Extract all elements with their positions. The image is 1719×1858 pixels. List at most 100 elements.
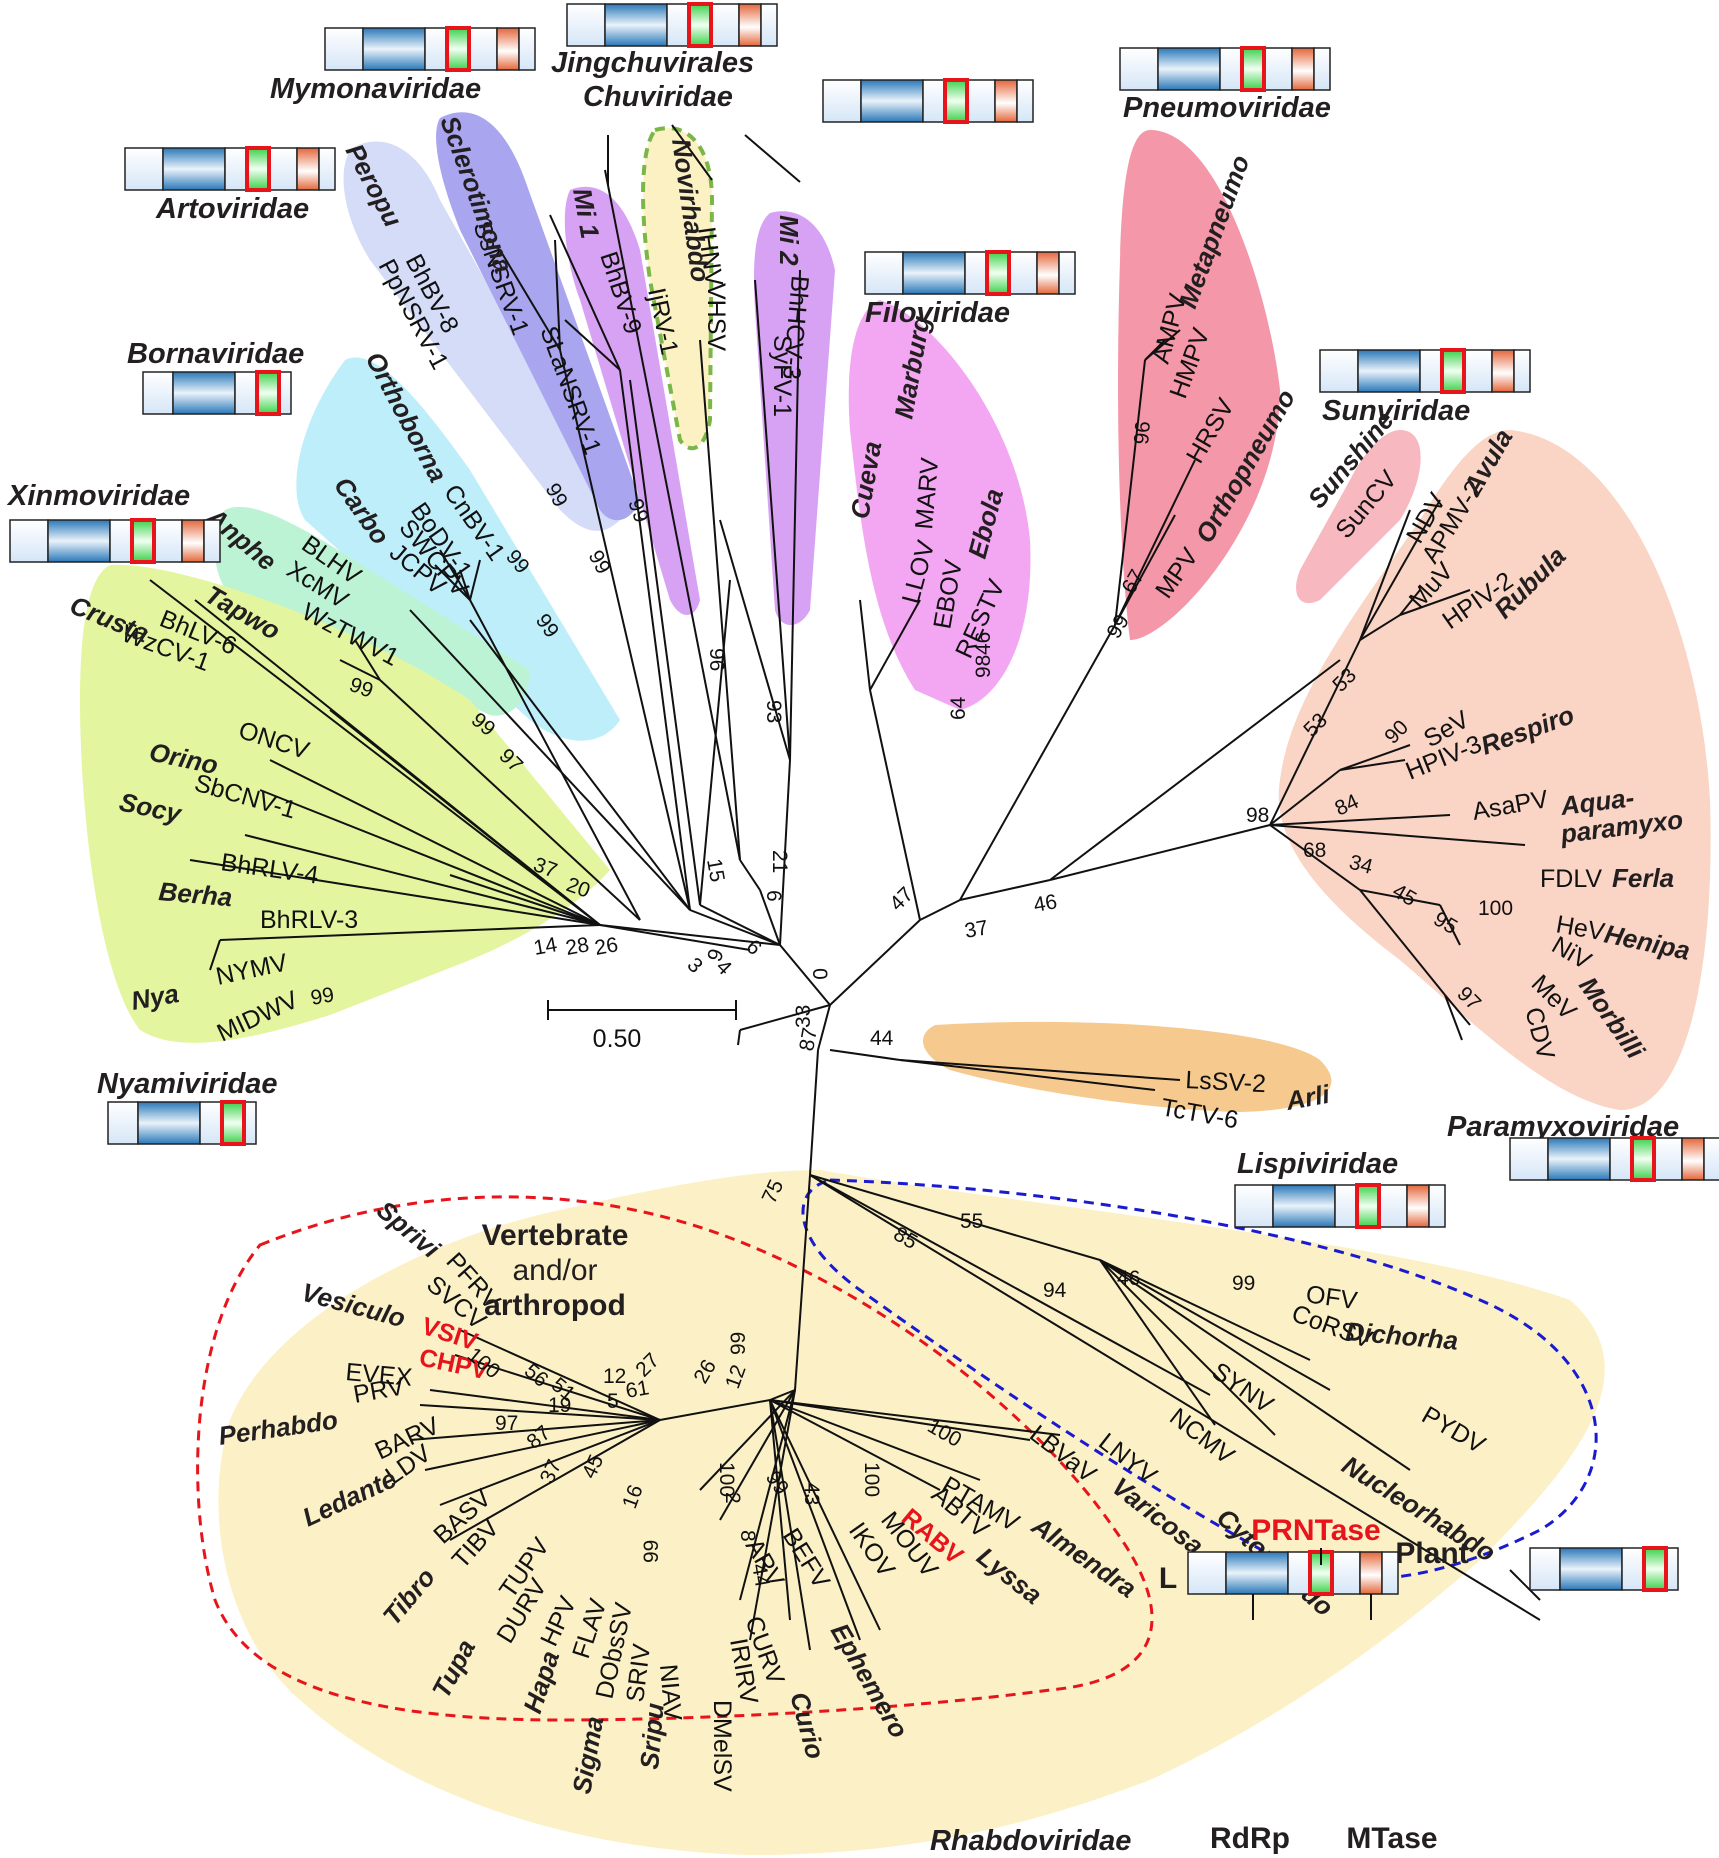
branch bbox=[769, 1399, 981, 1481]
bootstrap-value: 55 bbox=[960, 1210, 983, 1233]
domain-segment bbox=[964, 251, 988, 295]
bootstrap-value: 46 bbox=[1032, 890, 1059, 917]
bootstrap-value: 46 bbox=[972, 632, 995, 655]
domain-segment bbox=[1653, 1137, 1683, 1181]
bootstrap-value: 68 bbox=[1303, 839, 1326, 862]
bootstrap-value: 44 bbox=[870, 1027, 894, 1050]
branch bbox=[454, 1354, 661, 1421]
domain-segment bbox=[1187, 1551, 1227, 1595]
branch bbox=[919, 899, 961, 921]
family-label: Rhabdoviridae bbox=[930, 1825, 1131, 1857]
bootstrap-value: 61 bbox=[624, 1376, 651, 1403]
domain-segment bbox=[1313, 47, 1331, 91]
host-group-label: arthropod bbox=[484, 1289, 626, 1322]
domain-segment bbox=[1225, 1551, 1289, 1595]
domain-diagram bbox=[142, 370, 292, 416]
domain-diagram bbox=[324, 26, 536, 72]
taxon-label: LsSV-2 bbox=[1185, 1066, 1267, 1098]
branch bbox=[194, 599, 601, 926]
domain-segment bbox=[1621, 1547, 1645, 1591]
family-label: Artoviridae bbox=[155, 193, 309, 225]
branch bbox=[1359, 614, 1401, 641]
domain-segment bbox=[994, 79, 1018, 123]
branch bbox=[739, 859, 761, 891]
clade-bg-sclerotimona bbox=[436, 112, 640, 521]
branch bbox=[1339, 744, 1411, 771]
branch bbox=[959, 879, 1051, 901]
domain-segment bbox=[1529, 1547, 1561, 1591]
family-label: Bornaviridae bbox=[127, 338, 304, 370]
branch bbox=[339, 659, 381, 681]
taxon-label: EVEX bbox=[344, 1358, 413, 1392]
domain-segment bbox=[1036, 251, 1060, 295]
branch bbox=[209, 939, 221, 971]
domain-segment bbox=[1234, 1184, 1274, 1228]
domain-segment bbox=[1509, 1137, 1549, 1181]
leader-line bbox=[1509, 1569, 1541, 1601]
clade-outline-plant bbox=[801, 1178, 1598, 1581]
taxon-label: DMelSV bbox=[708, 1700, 736, 1792]
domain-segment bbox=[1334, 1184, 1358, 1228]
domain-segment bbox=[142, 371, 174, 415]
branch bbox=[789, 269, 801, 761]
branch bbox=[1049, 659, 1341, 881]
domain-segment bbox=[1547, 1137, 1611, 1181]
bootstrap-value: 8 bbox=[736, 1530, 759, 1542]
branch bbox=[739, 1004, 831, 1031]
branch bbox=[379, 679, 641, 921]
domain-segment bbox=[468, 27, 498, 71]
clade-bg-paramyxo bbox=[1278, 430, 1711, 1110]
bootstrap-value: 97 bbox=[495, 1412, 518, 1435]
bootstrap-value: 99 bbox=[309, 983, 336, 1010]
domain-segment bbox=[1491, 349, 1515, 393]
domain-segment bbox=[1378, 1184, 1408, 1228]
branch bbox=[1359, 889, 1441, 906]
taxon-label: BhRLV-3 bbox=[260, 906, 358, 934]
taxon-label: VHSV bbox=[702, 283, 730, 351]
domain-segment bbox=[864, 251, 904, 295]
domain-segment bbox=[131, 519, 155, 563]
branch bbox=[599, 924, 781, 946]
branch bbox=[1099, 1259, 1276, 1436]
branch bbox=[1444, 994, 1463, 1041]
bootstrap-value: 3 bbox=[682, 953, 707, 978]
domain-segment bbox=[1119, 47, 1159, 91]
branch bbox=[1099, 1259, 1331, 1391]
branch bbox=[809, 1174, 1101, 1261]
bootstrap-value: 100 bbox=[860, 1462, 883, 1497]
domain-segment bbox=[986, 251, 1010, 295]
domain-segment bbox=[109, 519, 133, 563]
domain-segment bbox=[199, 1101, 223, 1145]
branch bbox=[409, 1419, 661, 1441]
genus-label: Sripu bbox=[634, 1702, 670, 1771]
branch bbox=[459, 1329, 661, 1421]
branch bbox=[354, 639, 381, 681]
branch bbox=[769, 1399, 941, 1491]
clade-outline-vertebrate-arthropod bbox=[196, 1195, 1154, 1722]
branch bbox=[219, 924, 601, 941]
branch bbox=[629, 379, 701, 906]
branch bbox=[809, 1049, 819, 1176]
branch bbox=[1144, 329, 1181, 361]
branch bbox=[449, 1419, 661, 1541]
domain-segment bbox=[137, 1101, 201, 1145]
domain-segment bbox=[1463, 349, 1493, 393]
branch bbox=[469, 599, 641, 921]
family-label: Sunviridae bbox=[1322, 395, 1470, 427]
branch bbox=[699, 1389, 796, 1491]
taxon-label: MARV bbox=[910, 456, 944, 530]
legend-protein-label: L bbox=[1159, 1562, 1177, 1595]
bootstrap-value: 21 bbox=[768, 850, 791, 873]
taxon-label: SyFV-1 bbox=[768, 335, 796, 417]
domain-segment bbox=[1331, 1551, 1361, 1595]
bootstrap-value: 99 bbox=[640, 1540, 663, 1563]
branch bbox=[1399, 589, 1421, 616]
branch bbox=[719, 519, 791, 761]
domain-diagram bbox=[1319, 348, 1531, 394]
branch bbox=[604, 169, 741, 861]
branch bbox=[769, 1399, 811, 1651]
family-label: Mymonaviridae bbox=[270, 73, 481, 105]
legend-domain-diagram bbox=[1187, 1550, 1399, 1596]
domain-segment bbox=[822, 79, 862, 123]
branch bbox=[1359, 499, 1441, 641]
